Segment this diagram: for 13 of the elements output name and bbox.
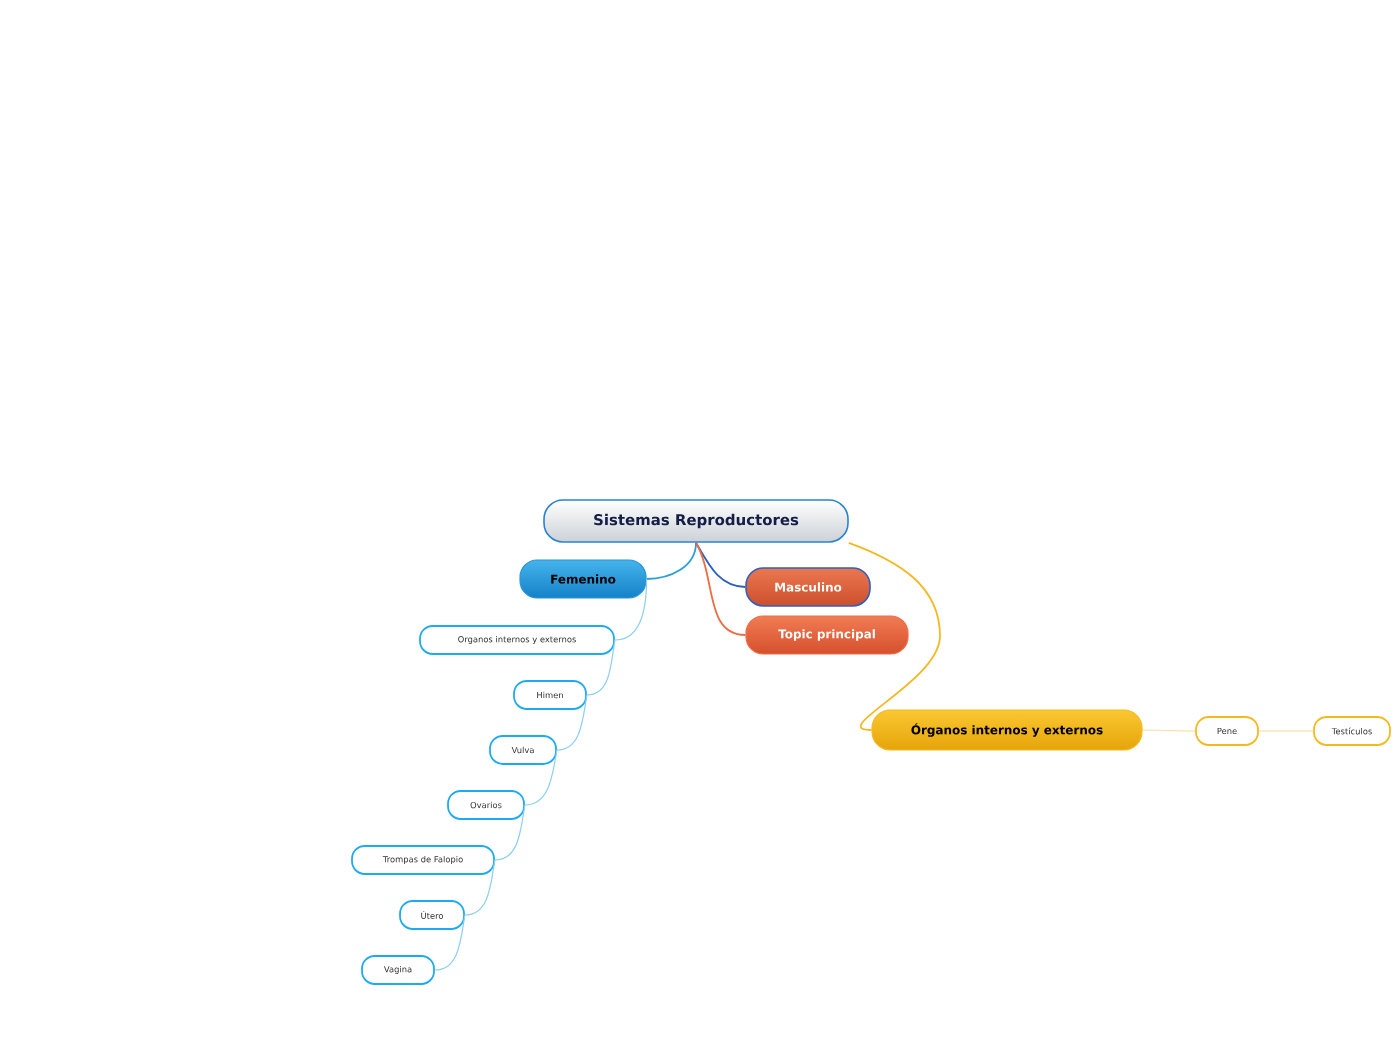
connector-line [524,749,558,806]
connector-line [1258,730,1314,732]
connector-line [556,694,588,751]
connector-line [847,541,941,731]
connector-line [464,859,496,916]
connector-line [494,804,526,861]
connector-line [695,541,747,588]
connector-line [695,541,747,636]
connector-line [586,639,616,696]
connector-line [645,541,697,580]
connector-line [434,914,466,971]
connector-line [614,578,648,641]
connector-line [1142,729,1196,732]
